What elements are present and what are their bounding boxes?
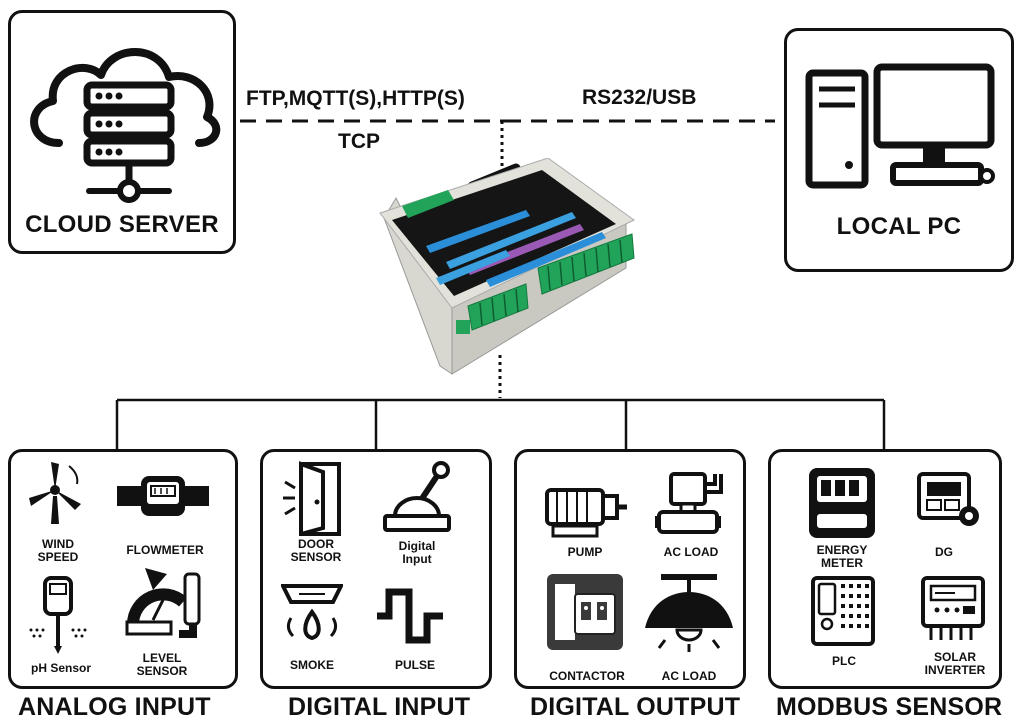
solar-inverter-icon [921, 576, 985, 642]
ph-sensor-label: pH Sensor [30, 661, 91, 675]
ph-sensor-icon [27, 576, 89, 654]
generator-icon [915, 470, 979, 530]
ceiling-lamp-icon [641, 572, 737, 654]
plc-label: PLC [832, 654, 856, 668]
pump-icon [543, 482, 629, 540]
cloud-server-icon [19, 25, 225, 205]
cloud-transport-label: TCP [338, 130, 380, 153]
digital-output-box: PUMP AC LOAD CONTACTOR [514, 449, 746, 689]
energy-meter-icon [807, 466, 877, 540]
modbus-sensor-title: MODBUS SENSOR [776, 693, 1003, 721]
cloud-server-label: CLOUD SERVER [25, 211, 219, 238]
plc-icon [811, 576, 875, 646]
lever-switch-icon [383, 460, 451, 534]
cloud-server-box: CLOUD SERVER [8, 10, 236, 254]
level-sensor-icon [123, 564, 205, 640]
smoke-label: SMOKE [289, 658, 334, 672]
valve-icon [655, 470, 727, 540]
local-pc-label: LOCAL PC [836, 213, 962, 240]
local-pc-box: LOCAL PC [784, 28, 1014, 272]
smoke-detector-icon [281, 582, 343, 648]
dg-label: DG [935, 545, 953, 559]
ac-load-valve-label: AC LOAD [663, 545, 719, 559]
contactor-label: CONTACTOR [549, 669, 625, 683]
digital-output-title: DIGITAL OUTPUT [530, 693, 741, 721]
door-sensor-icon [281, 460, 345, 536]
local-protocol-label: RS232/USB [582, 86, 697, 109]
flowmeter-label: FLOWMETER [126, 543, 204, 557]
wind-turbine-icon [25, 460, 87, 526]
digital-input-title: DIGITAL INPUT [288, 693, 471, 721]
pulse-icon [375, 588, 445, 644]
pulse-label: PULSE [394, 658, 435, 672]
iot-gateway-device [376, 158, 638, 380]
ac-load-lamp-label: AC LOAD [661, 669, 717, 683]
flowmeter-icon [115, 472, 211, 520]
cloud-protocol-label: FTP,MQTT(S),HTTP(S) [246, 87, 465, 110]
analog-input-title: ANALOG INPUT [18, 693, 211, 721]
contactor-icon [545, 572, 625, 652]
pump-label: PUMP [567, 545, 603, 559]
desktop-pc-icon [801, 61, 1001, 196]
